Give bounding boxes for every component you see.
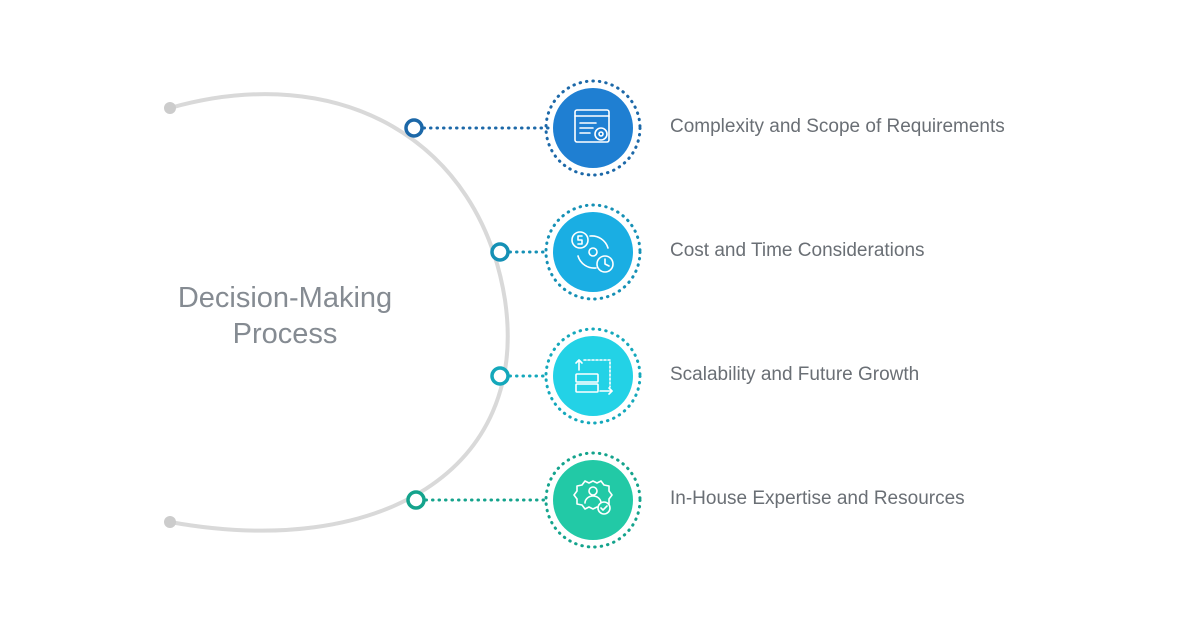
item-4-node [406,490,426,510]
arc-start-dot [164,102,176,114]
arc-end-dot [164,516,176,528]
item-1-dotted-ring [544,79,642,177]
document-gear-icon [574,109,610,143]
item-1-label: Complexity and Scope of Requirements [670,116,1005,137]
dollar-clock-cycle-icon [571,231,614,273]
item-2-label: Cost and Time Considerations [670,240,925,261]
diagram-title-line-1: Decision-Making [177,282,393,314]
item-3 [490,327,642,425]
item-3-badge [553,336,633,416]
item-4 [406,451,642,549]
item-2-dotted-ring [544,203,642,301]
item-3-dotted-ring [544,327,642,425]
item-3-node [490,366,510,386]
item-1 [404,79,642,177]
item-2-node [490,242,510,262]
item-4-dotted-ring [544,451,642,549]
item-2-badge [553,212,633,292]
item-4-label: In-House Expertise and Resources [670,488,965,509]
diagram-title-line-2: Process [232,318,338,350]
main-arc [169,92,510,533]
server-scale-icon [575,359,613,395]
item-1-node [404,118,424,138]
item-4-badge [553,460,633,540]
user-gear-check-icon [573,480,613,515]
item-3-label: Scalability and Future Growth [670,364,920,385]
diagram-title: Decision-Making Process [140,280,430,352]
item-2 [490,203,642,301]
